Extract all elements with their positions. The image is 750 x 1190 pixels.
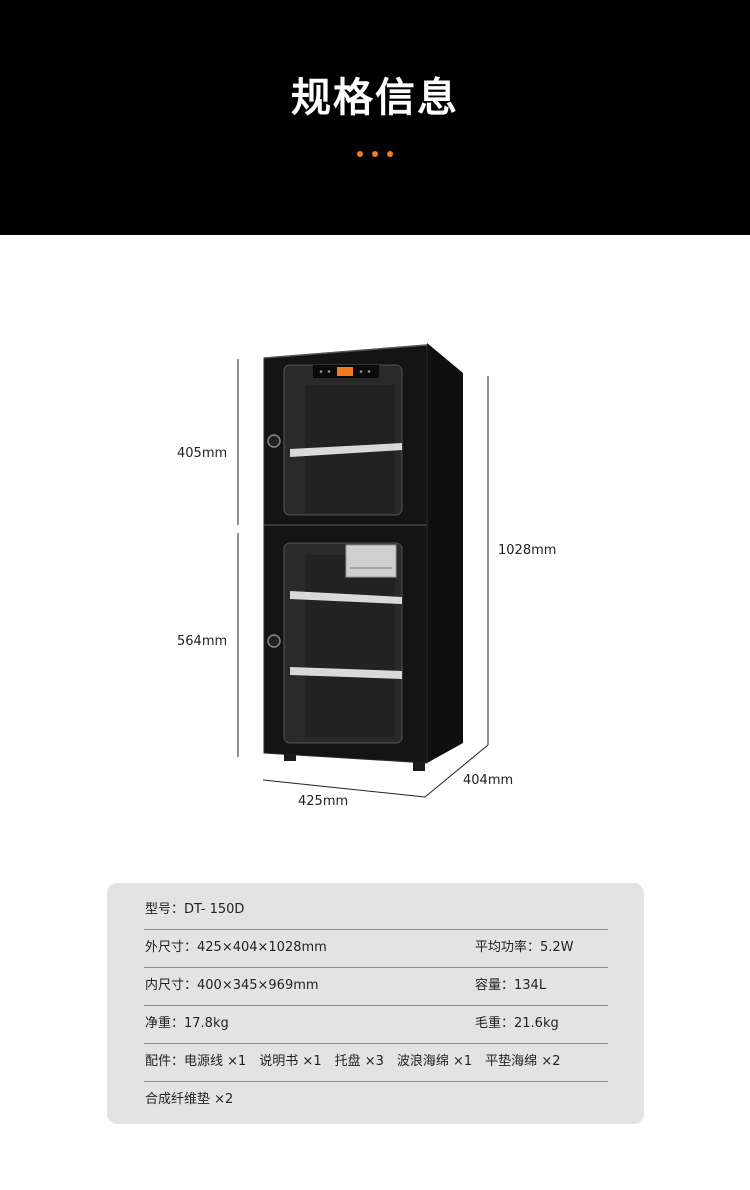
upper-shelf — [290, 443, 402, 457]
dot-icon — [372, 151, 378, 157]
lower-shelf — [290, 667, 402, 679]
dimension-label-upper: 405mm — [177, 446, 228, 461]
dehumidifier-unit — [345, 544, 397, 578]
dot-icon — [357, 151, 363, 157]
button-icon — [367, 370, 371, 373]
spec-capacity: 容量：134L — [475, 978, 547, 993]
cabinet-illustration — [237, 343, 489, 798]
cabinet-foot — [284, 753, 296, 761]
display-screen-icon — [337, 367, 353, 376]
dimension-label-height: 1028mm — [498, 543, 557, 558]
product-figure: 405mm 564mm 1028mm 404mm 425mm — [0, 235, 750, 875]
spec-gross-weight: 毛重：21.6kg — [475, 1016, 559, 1031]
dim-line-depth — [424, 744, 489, 798]
spec-model: 型号：DT- 150D — [145, 902, 245, 917]
dimension-label-width: 425mm — [298, 794, 349, 809]
spec-row: 型号：DT- 150D — [144, 891, 608, 930]
spec-accessories-continued: 合成纤维垫 ×2 — [145, 1092, 234, 1107]
button-icon — [327, 370, 331, 373]
spec-power: 平均功率：5.2W — [475, 940, 574, 955]
cabinet-foot — [413, 761, 425, 771]
spec-net-weight: 净重：17.8kg — [145, 1016, 229, 1031]
spec-inner-size: 内尺寸：400×345×969mm — [145, 978, 319, 993]
header-banner: 规格信息 — [0, 0, 750, 235]
lower-interior — [305, 555, 395, 737]
spec-row: 净重：17.8kg 毛重：21.6kg — [144, 1005, 608, 1044]
dot-icon — [387, 151, 393, 157]
dim-line-width — [262, 779, 426, 798]
spec-accessories: 配件：电源线 ×1 说明书 ×1 托盘 ×3 波浪海绵 ×1 平垫海绵 ×2 — [145, 1054, 561, 1069]
spec-row: 合成纤维垫 ×2 — [144, 1081, 608, 1119]
button-icon — [359, 370, 363, 373]
button-icon — [319, 370, 323, 373]
middle-shelf — [290, 591, 402, 604]
spec-table: 型号：DT- 150D 外尺寸：425×404×1028mm 平均功率：5.2W… — [107, 883, 644, 1124]
lock-icon — [267, 634, 281, 648]
page-title: 规格信息 — [291, 75, 459, 121]
dimension-label-depth: 404mm — [463, 773, 514, 788]
spec-row: 内尺寸：400×345×969mm 容量：134L — [144, 967, 608, 1006]
spec-row: 配件：电源线 ×1 说明书 ×1 托盘 ×3 波浪海绵 ×1 平垫海绵 ×2 — [144, 1043, 608, 1082]
dimension-label-lower: 564mm — [177, 634, 228, 649]
cabinet-top-edge — [263, 344, 428, 359]
cabinet-side-panel — [427, 343, 463, 763]
spec-outer-size: 外尺寸：425×404×1028mm — [145, 940, 327, 955]
spec-row: 外尺寸：425×404×1028mm 平均功率：5.2W — [144, 929, 608, 968]
lock-icon — [267, 434, 281, 448]
